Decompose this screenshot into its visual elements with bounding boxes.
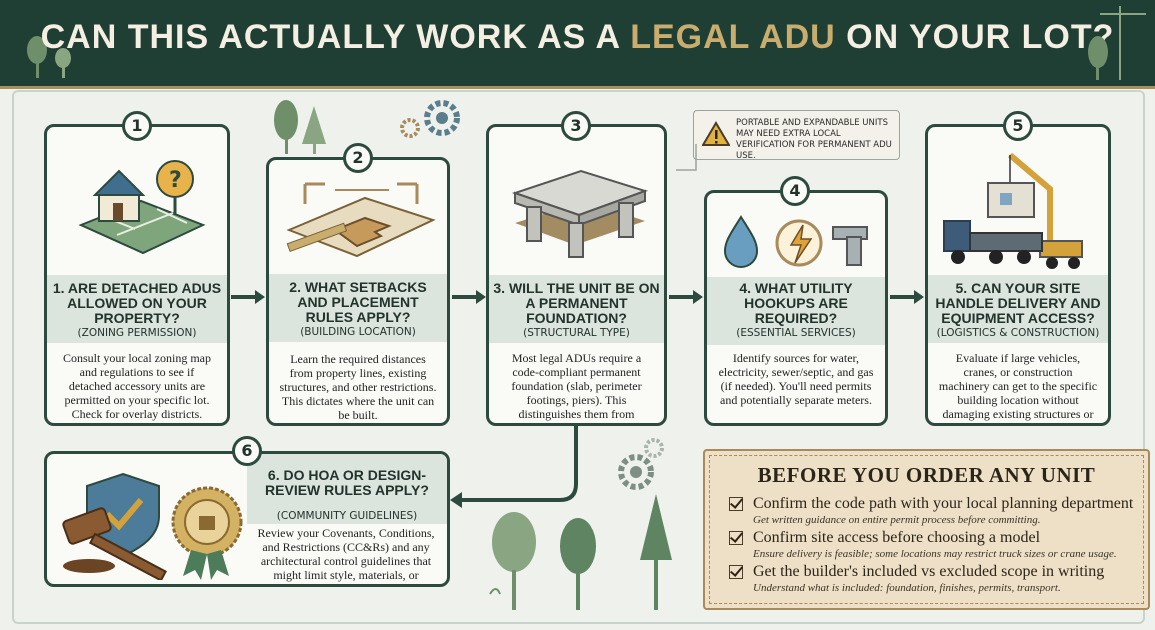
step-heading: 3. WILL THE UNIT BE ON A PERMANENT FOUND… (493, 280, 660, 326)
step-subheading: (STRUCTURAL TYPE) (523, 327, 630, 339)
checkbox-icon (729, 497, 743, 511)
step-badge-3: 3 (561, 111, 591, 141)
step-body: Learn the required distances from proper… (279, 352, 437, 422)
arrow-4-to-5-icon (890, 290, 924, 304)
step-body: Identify sources for water, electricity,… (718, 351, 874, 407)
checkbox-icon (729, 565, 743, 579)
step-heading: 6. DO HOA OR DESIGN-REVIEW RULES APPLY? (265, 467, 429, 498)
step-card-6: 6. DO HOA OR DESIGN-REVIEW RULES APPLY? … (44, 451, 450, 587)
step-card-5: 5. CAN YOUR SITE HANDLE DELIVERY AND EQU… (925, 124, 1111, 426)
arrow-2-to-3-icon (452, 290, 486, 304)
step-subheading: (ESSENTIAL SERVICES) (736, 327, 856, 339)
foundation-slab-icon (511, 169, 649, 258)
header-banner: CAN THIS ACTUALLY WORK AS A LEGAL ADU ON… (0, 0, 1155, 89)
step-badge-4: 4 (780, 176, 810, 206)
truck-crane-icon (943, 152, 1083, 269)
step-badge-6: 6 (232, 436, 262, 466)
trees-top-icon (274, 100, 326, 154)
arrow-3-to-6-icon (450, 426, 578, 508)
step-subheading: (BUILDING LOCATION) (300, 326, 416, 338)
utilities-icon (723, 215, 868, 268)
checkbox-icon (729, 531, 743, 545)
order-item-note: Get written guidance on entire permit pr… (753, 514, 1041, 526)
warning-triangle-icon (702, 121, 730, 146)
step-badge-5: 5 (1003, 111, 1033, 141)
order-item-main: Confirm the code path with your local pl… (753, 495, 1134, 512)
step-body: Consult your local zoning map and regula… (63, 351, 211, 421)
step-heading: 4. WHAT UTILITY HOOKUPS ARE REQUIRED? (739, 280, 853, 326)
step-body: Review your Covenants, Conditions, and R… (257, 526, 435, 584)
step-subheading: (ZONING PERMISSION) (77, 327, 197, 339)
before-you-order-panel: BEFORE YOU ORDER ANY UNIT Confirm the co… (703, 449, 1150, 610)
page-title-accent: LEGAL ADU (630, 18, 836, 56)
blueprint-frame (12, 90, 1145, 624)
house-map-question-icon: ? (78, 160, 206, 255)
step-card-1: ? 1. ARE DETACHED ADUs ALLOWED ON YOUR P… (44, 124, 230, 426)
trees-bottom-icon (489, 494, 672, 610)
trees-left-icon (27, 36, 71, 78)
order-item-note: Understand what is included: foundation,… (753, 582, 1061, 594)
step-card-3: 3. WILL THE UNIT BE ON A PERMANENT FOUND… (486, 124, 667, 426)
warning-note: PORTABLE AND EXPANDABLE UNITS MAY NEED E… (693, 110, 900, 161)
order-title: BEFORE YOU ORDER ANY UNIT (757, 463, 1096, 487)
step-card-2: 2. WHAT SETBACKS AND PLACEMENT RULES APP… (266, 157, 450, 426)
crane-tree-right-icon (1088, 6, 1146, 80)
step-heading: 1. ARE DETACHED ADUs ALLOWED ON YOUR PRO… (52, 280, 222, 326)
order-item-main: Confirm site access before choosing a mo… (753, 529, 1041, 546)
gears-mid-icon (618, 438, 664, 490)
order-item-note: Ensure delivery is feasible; some locati… (753, 548, 1117, 560)
warning-connector-icon (676, 144, 697, 171)
step-body: Evaluate if large vehicles, cranes, or c… (938, 351, 1098, 423)
step-subheading: (LOGISTICS & CONSTRUCTION) (936, 327, 1100, 339)
lot-measure-icon (286, 182, 436, 258)
order-item-main: Get the builder's included vs excluded s… (753, 563, 1105, 580)
page-title: CAN THIS ACTUALLY WORK AS A LEGAL ADU ON… (40, 18, 1115, 56)
arrow-3-to-4-icon (669, 290, 703, 304)
step-subheading: (COMMUNITY GUIDELINES) (276, 510, 418, 522)
warning-text: PORTABLE AND EXPANDABLE UNITS MAY NEED E… (736, 118, 892, 161)
gears-top-icon (400, 100, 460, 138)
step-body: Most legal ADUs require a code-compliant… (511, 351, 642, 423)
gavel-shield-seal-icon (62, 472, 243, 580)
step-badge-2: 2 (343, 143, 373, 173)
step-heading: 2. WHAT SETBACKS AND PLACEMENT RULES APP… (289, 279, 427, 325)
svg-text:?: ? (169, 168, 182, 193)
step-card-4: 4. WHAT UTILITY HOOKUPS ARE REQUIRED? (E… (704, 190, 888, 426)
step-heading: 5. CAN YOUR SITE HANDLE DELIVERY AND EQU… (935, 280, 1101, 326)
arrow-1-to-2-icon (231, 290, 265, 304)
step-badge-1: 1 (122, 111, 152, 141)
